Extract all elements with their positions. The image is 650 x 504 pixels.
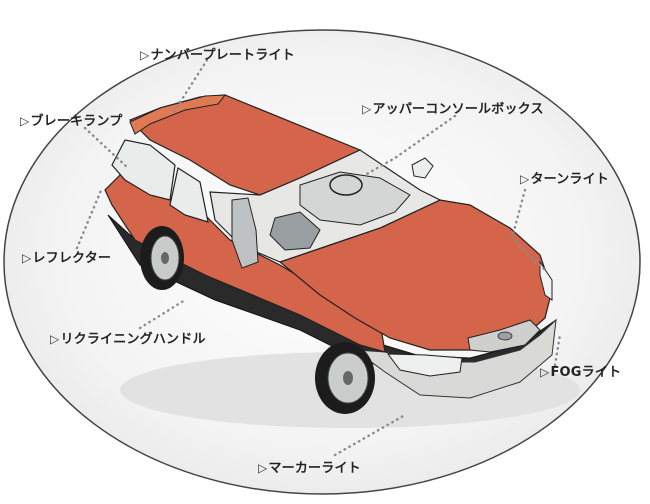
headlight [386, 353, 463, 377]
marker-triangle: ▷ [520, 172, 530, 186]
leader-marker-light [333, 413, 407, 457]
side-mirror [411, 157, 434, 179]
marker-triangle: ▷ [258, 461, 268, 475]
front-seat [231, 197, 259, 269]
leader-fog-light [553, 333, 562, 367]
marker-triangle: ▷ [50, 332, 60, 346]
label-text: マーカーライト [268, 461, 361, 476]
center-console [269, 211, 321, 251]
turn-signal-lamp [539, 260, 553, 301]
leader-number-plate-light [170, 58, 209, 117]
label-upper-console-box: ▷アッパーコンソールボックス [362, 98, 544, 117]
label-text: ターンライト [530, 172, 609, 187]
dashboard [299, 171, 411, 226]
label-number-plate-light: ▷ナンバープレートライト [140, 44, 295, 63]
marker-triangle: ▷ [20, 114, 30, 128]
label-text: アッパーコンソールボックス [372, 102, 544, 117]
front-wheel [315, 342, 375, 414]
marker-triangle: ▷ [140, 48, 150, 62]
label-reclining-handle: ▷リクライニングハンドル [50, 328, 206, 347]
rear-wheel [140, 226, 184, 290]
rear-window [111, 139, 176, 201]
label-text: リクライニングハンドル [60, 332, 206, 347]
leader-turn-light [510, 188, 547, 272]
rear-door-window [169, 167, 209, 223]
steering-wheel [329, 174, 363, 196]
label-fog-light: ▷FOGライト [540, 361, 621, 380]
label-turn-light: ▷ターンライト [520, 168, 609, 187]
label-text: FOGライト [550, 365, 622, 380]
label-reflector: ▷レフレクター [22, 247, 111, 266]
leader-brake-lamp [83, 126, 130, 170]
leader-reclining-handle [138, 298, 187, 330]
label-marker-light: ▷マーカーライト [258, 457, 361, 476]
label-text: ブレーキランプ [30, 114, 123, 129]
emblem [497, 331, 513, 341]
leader-reflector [75, 186, 104, 250]
label-text: レフレクター [32, 251, 112, 266]
label-brake-lamp: ▷ブレーキランプ [20, 110, 122, 129]
marker-triangle: ▷ [22, 251, 32, 265]
leader-lines [75, 58, 562, 457]
marker-triangle: ▷ [362, 102, 372, 116]
rear-spoiler [129, 94, 227, 135]
marker-triangle: ▷ [540, 365, 550, 379]
label-text: ナンバープレートライト [150, 48, 295, 63]
